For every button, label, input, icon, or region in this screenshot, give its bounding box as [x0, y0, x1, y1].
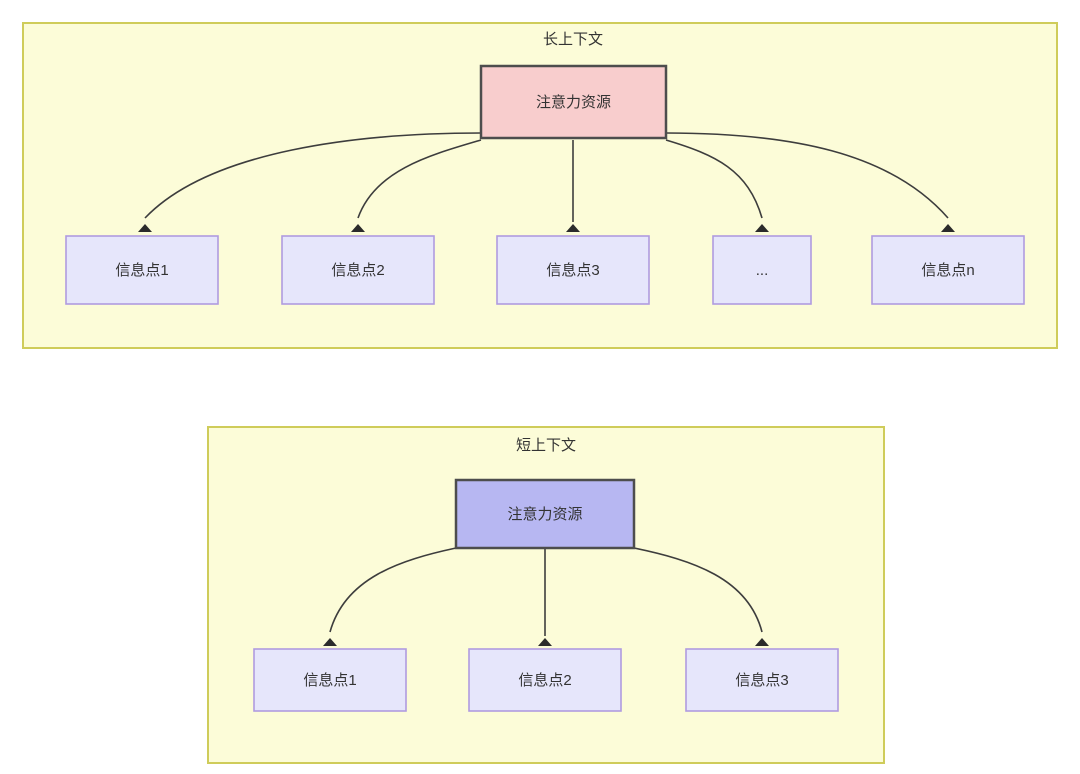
panel-long-context-title: 长上下文: [543, 31, 603, 48]
edge-group-long-context: [138, 132, 955, 232]
node-info-point-ellipsis-long[interactable]: ...: [712, 235, 812, 305]
node-info-point-3-long[interactable]: 信息点3: [496, 235, 650, 305]
node-attention-resource-short-label: 注意力资源: [507, 505, 582, 523]
node-info-point-2-short-rect[interactable]: [468, 648, 622, 712]
arrow-head-info3-short: [755, 638, 769, 646]
node-info-point-3-short-label: 信息点3: [735, 672, 788, 689]
arrow-head-info1-short: [323, 638, 337, 646]
panel-short-context-frame: [207, 426, 885, 764]
edge-root-to-info1-short: [329, 547, 457, 633]
node-attention-resource-long-rect[interactable]: [479, 64, 668, 140]
node-info-point-1-long[interactable]: 信息点1: [65, 235, 219, 305]
node-info-point-n-long-label: 信息点n: [921, 262, 974, 279]
edge-root-to-info-ellipsis: [665, 139, 763, 219]
panel-short-context: 短上下文 注意力资源 信息点1 信息点: [207, 426, 885, 764]
node-info-point-3-short[interactable]: 信息点3: [685, 648, 839, 712]
node-info-point-2-long[interactable]: 信息点2: [281, 235, 435, 305]
arrow-head-info-ellipsis: [755, 224, 769, 232]
edge-root-to-info2: [357, 139, 482, 219]
node-info-point-2-long-rect[interactable]: [281, 235, 435, 305]
node-info-point-2-long-label: 信息点2: [331, 262, 384, 279]
node-info-point-n-long-rect[interactable]: [871, 235, 1025, 305]
node-attention-resource-short-rect[interactable]: [454, 478, 636, 550]
arrow-head-info2: [351, 224, 365, 232]
arrow-head-infon: [941, 224, 955, 232]
arrow-head-info2-short: [538, 638, 552, 646]
node-info-point-2-short[interactable]: 信息点2: [468, 648, 622, 712]
arrow-head-info3: [566, 224, 580, 232]
node-info-point-n-long[interactable]: 信息点n: [871, 235, 1025, 305]
edge-root-to-info3-short: [633, 547, 763, 633]
node-info-point-1-short-label: 信息点1: [303, 672, 356, 689]
node-info-point-1-long-label: 信息点1: [115, 262, 168, 279]
node-info-point-3-long-rect[interactable]: [496, 235, 650, 305]
arrow-head-info1: [138, 224, 152, 232]
node-info-point-1-short-rect[interactable]: [253, 648, 407, 712]
node-info-point-3-long-label: 信息点3: [546, 262, 599, 279]
node-info-point-1-long-rect[interactable]: [65, 235, 219, 305]
edge-root-to-info1: [144, 132, 482, 219]
node-attention-resource-short[interactable]: 注意力资源: [454, 478, 636, 550]
node-info-point-ellipsis-long-rect[interactable]: [712, 235, 812, 305]
panel-long-context: 长上下文 注意力资源 信息: [22, 22, 1058, 349]
edge-group-short-context: [323, 547, 769, 646]
node-attention-resource-long-label: 注意力资源: [536, 93, 611, 111]
edge-root-to-infon: [665, 132, 949, 219]
node-info-point-2-short-label: 信息点2: [518, 672, 571, 689]
node-attention-resource-long[interactable]: 注意力资源: [479, 64, 668, 140]
node-info-point-ellipsis-long-label: ...: [756, 262, 769, 279]
panel-short-context-title: 短上下文: [516, 437, 576, 454]
node-info-point-3-short-rect[interactable]: [685, 648, 839, 712]
node-info-point-1-short[interactable]: 信息点1: [253, 648, 407, 712]
